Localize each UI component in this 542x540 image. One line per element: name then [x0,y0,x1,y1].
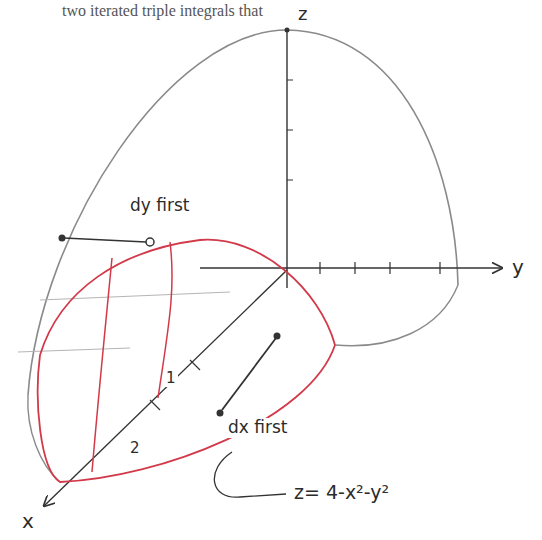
order-note: dy first [128,196,191,216]
region-slice [92,258,112,472]
z-axis [286,32,287,288]
axis-dot [285,28,290,33]
paraboloid-base [28,395,60,482]
axis-label: y [510,256,526,279]
region-base [38,345,335,482]
tick-number: 1 [164,370,178,387]
segment-end [146,238,154,246]
segment-end [217,410,224,417]
axis-label: x [20,510,36,533]
segment-end [274,333,281,340]
surface-equation: z= 4-x²-y² [292,482,391,504]
tick-mark [150,360,200,410]
dx-segment [222,338,276,410]
guide-line [18,348,130,352]
paraboloid-outline [28,30,458,395]
paraboloid-base [335,285,458,346]
dy-segment [64,238,146,242]
y-axis [200,267,502,268]
leader-line [214,452,286,497]
order-note: dx first [226,418,289,438]
cut-heading: two iterated triple integrals that [60,2,265,20]
guide-line [40,292,230,300]
tick-mark [320,262,440,274]
tick-mark [287,80,293,180]
segment-end [59,235,66,242]
x-axis [44,270,287,506]
axis-label: z [296,4,309,25]
tick-number: 2 [128,440,142,457]
region-top [40,240,335,355]
